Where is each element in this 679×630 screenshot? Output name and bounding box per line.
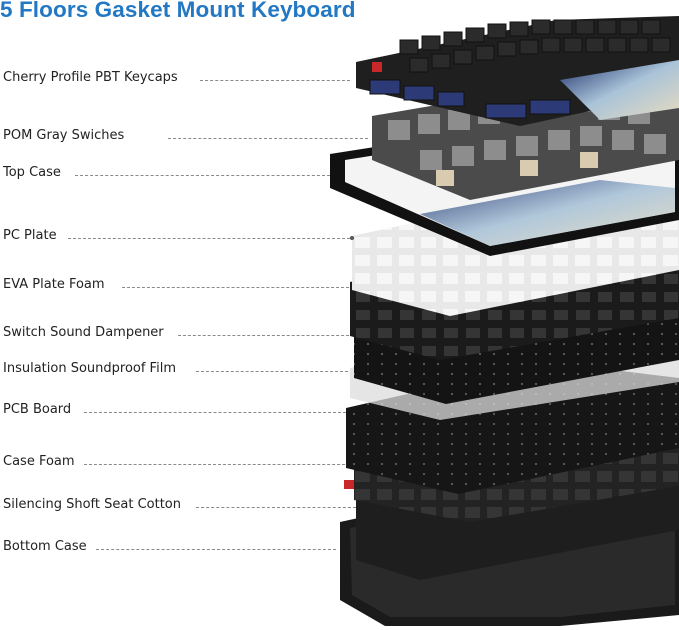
leader-keycaps	[200, 80, 350, 81]
page-title: 5 Floors Gasket Mount Keyboard	[0, 0, 356, 22]
leader-case-foam	[84, 464, 350, 465]
label-keycaps: Cherry Profile PBT Keycaps	[3, 70, 178, 85]
leader-pc-plate	[68, 238, 350, 239]
leader-top-case	[75, 175, 330, 176]
label-sound-dampener: Switch Sound Dampener	[3, 325, 164, 340]
leader-bottom-case	[96, 549, 336, 550]
label-eva-foam: EVA Plate Foam	[3, 277, 105, 292]
leader-sound-dampener	[178, 335, 354, 336]
leader-seat-cotton	[196, 507, 356, 508]
label-bottom-case: Bottom Case	[3, 539, 87, 554]
leader-pcb-board	[84, 412, 346, 413]
label-case-foam: Case Foam	[3, 454, 75, 469]
leader-switches	[168, 138, 368, 139]
label-insulation-film: Insulation Soundproof Film	[3, 361, 176, 376]
leader-insulation-film	[196, 371, 348, 372]
leader-eva-foam	[122, 287, 354, 288]
label-top-case: Top Case	[3, 165, 61, 180]
label-switches: POM Gray Swiches	[3, 128, 125, 143]
label-pc-plate: PC Plate	[3, 228, 57, 243]
keycaps-layer	[356, 16, 679, 126]
label-seat-cotton: Silencing Shoft Seat Cotton	[3, 497, 181, 512]
label-pcb-board: PCB Board	[3, 402, 72, 417]
